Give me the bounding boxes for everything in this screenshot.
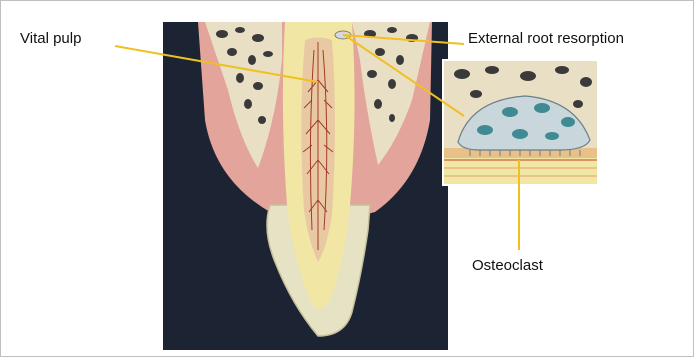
tooth-illustration	[163, 22, 448, 350]
label-vital-pulp: Vital pulp	[20, 30, 81, 47]
label-external-root-resorption: External root resorption	[468, 30, 624, 47]
dentin-layer	[443, 158, 598, 185]
inset-magnification	[443, 60, 598, 185]
label-osteoclast: Osteoclast	[472, 257, 543, 274]
